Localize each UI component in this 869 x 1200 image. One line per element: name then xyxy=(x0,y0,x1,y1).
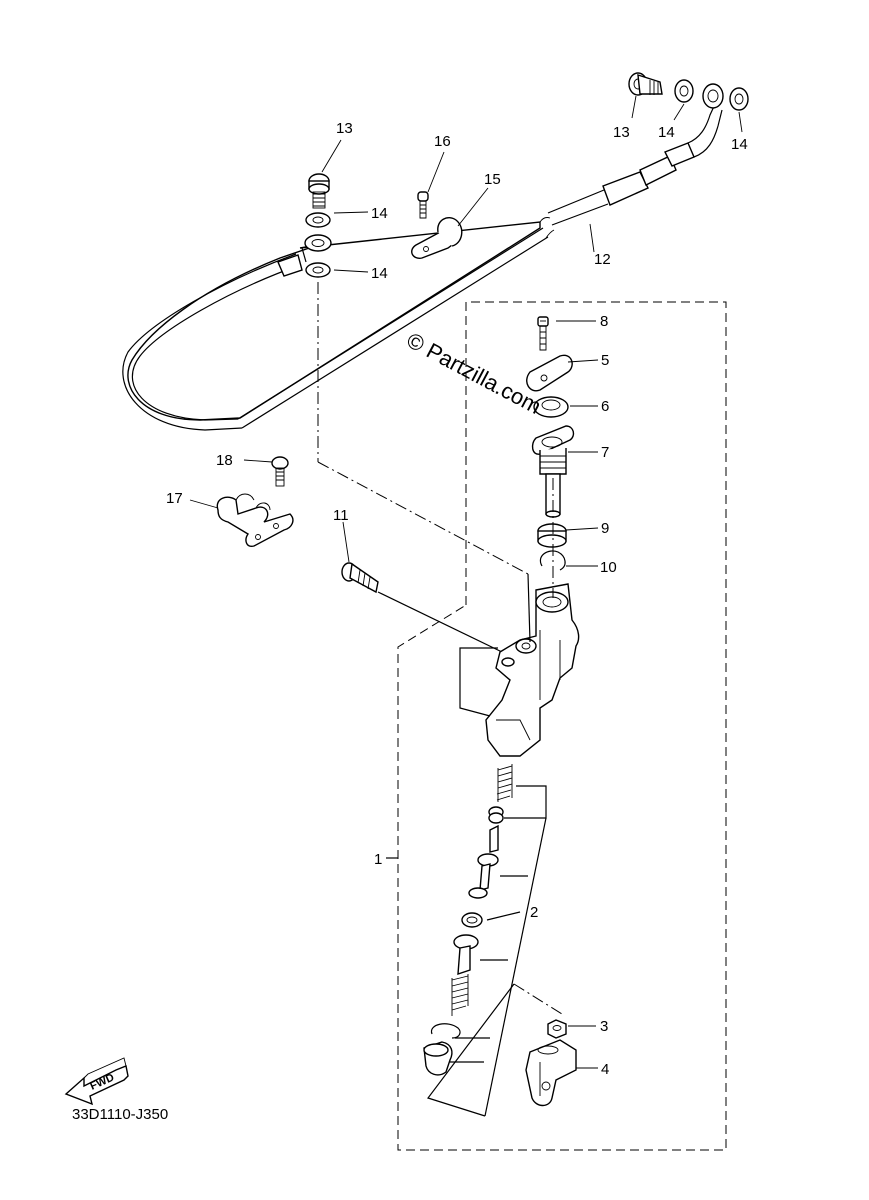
callout-10: 10 xyxy=(600,559,617,576)
hose-guide xyxy=(411,191,463,259)
union-bolt-left xyxy=(305,173,331,278)
callout-3: 3 xyxy=(600,1018,608,1035)
callout-15: 15 xyxy=(484,171,501,188)
nut-and-clevis xyxy=(525,1019,577,1107)
callout-2: 2 xyxy=(530,904,538,921)
callout-labels: 1 2 3 4 5 6 7 8 9 10 11 12 13 13 14 14 1… xyxy=(166,120,748,1078)
callout-5: 5 xyxy=(601,352,609,369)
callout-12: 12 xyxy=(594,251,611,268)
callout-leaders xyxy=(189,95,743,1069)
boot-and-circlip xyxy=(537,523,567,571)
callout-1: 1 xyxy=(374,851,382,868)
union-bolt-right xyxy=(628,72,749,111)
hose-guide-lower xyxy=(216,456,294,548)
piston-kit xyxy=(423,764,513,1076)
fwd-arrow-icon: FWD xyxy=(64,1057,129,1106)
callout-6: 6 xyxy=(601,398,609,415)
assembly-boundary xyxy=(397,301,727,1151)
master-cylinder-body xyxy=(459,583,580,757)
leader-lines xyxy=(317,282,563,1117)
callout-11: 11 xyxy=(333,507,349,524)
brake-hose xyxy=(122,83,724,431)
callout-4: 4 xyxy=(601,1061,609,1078)
callout-14-d: 14 xyxy=(731,136,748,153)
callout-14-c: 14 xyxy=(658,124,675,141)
callout-13-right: 13 xyxy=(613,124,630,141)
drawing-code: 33D1110-J350 xyxy=(72,1106,168,1123)
callout-18: 18 xyxy=(216,452,233,469)
callout-16: 16 xyxy=(434,133,451,150)
callout-17: 17 xyxy=(166,490,183,507)
callout-14-a: 14 xyxy=(371,205,388,222)
callout-13-left: 13 xyxy=(336,120,353,137)
bolt-11 xyxy=(341,562,503,653)
callout-8: 8 xyxy=(600,313,608,330)
callout-14-b: 14 xyxy=(371,265,388,282)
reservoir-parts xyxy=(526,316,575,518)
callout-7: 7 xyxy=(601,444,609,461)
watermark: © Partzilla.com xyxy=(403,327,546,419)
callout-9: 9 xyxy=(601,520,609,537)
